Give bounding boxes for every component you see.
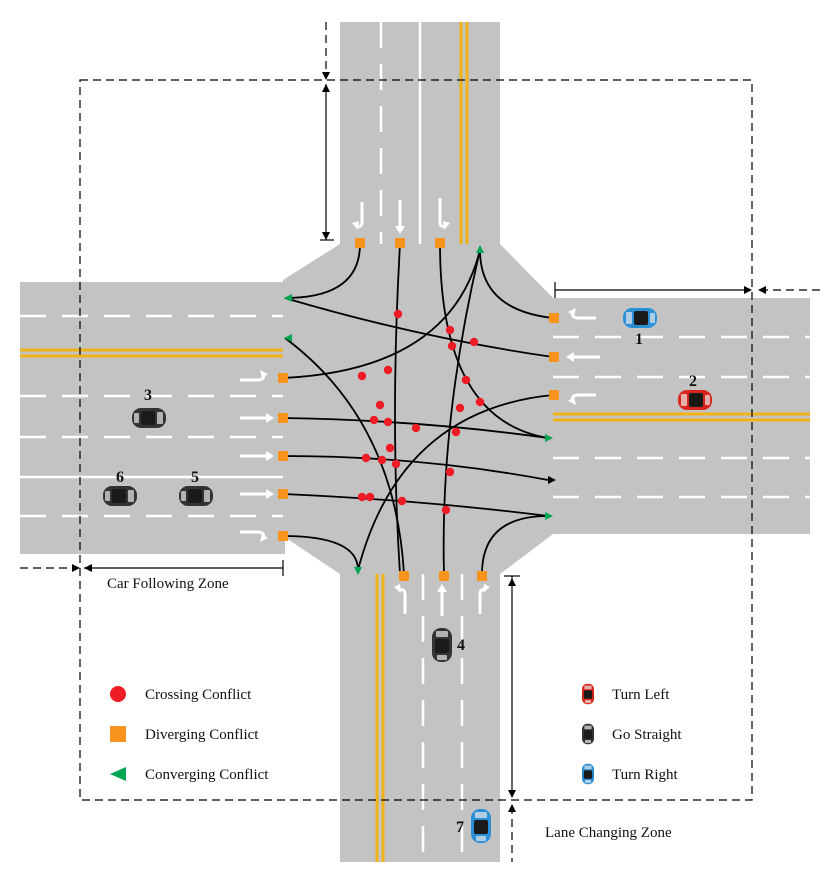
vehicle-5-label: 5 bbox=[191, 469, 199, 486]
diverging-conflicts bbox=[278, 238, 559, 581]
go-straight-car-icon bbox=[582, 723, 594, 745]
vehicle-6-car-icon bbox=[103, 486, 137, 506]
vehicle-1-label: 1 bbox=[635, 331, 643, 348]
lane-markings bbox=[20, 22, 810, 862]
path-west-straight-1 bbox=[282, 417, 549, 439]
east-road bbox=[553, 298, 810, 534]
vehicle-6-label: 6 bbox=[116, 469, 124, 486]
dimension-arrowheads bbox=[72, 72, 766, 812]
vehicle-labels: 1 2 3 4 5 6 7 bbox=[116, 331, 697, 836]
car-following-zone-label: Car Following Zone bbox=[107, 576, 229, 592]
legend-converging-conflict: Converging Conflict bbox=[145, 767, 269, 783]
converging-conflicts bbox=[284, 245, 553, 575]
lane-changing-zone-label: Lane Changing Zone bbox=[545, 825, 672, 841]
vehicle-1-car-icon bbox=[623, 308, 657, 328]
path-south-left bbox=[284, 337, 405, 575]
path-west-right bbox=[282, 535, 359, 571]
path-arrowheads bbox=[548, 476, 556, 484]
legend-turn-right: Turn Right bbox=[612, 767, 679, 783]
path-north-straight bbox=[394, 243, 401, 575]
vehicle-7-car-icon bbox=[471, 809, 491, 843]
vehicle-3-label: 3 bbox=[144, 387, 152, 404]
path-north-right bbox=[284, 243, 361, 299]
legend-go-straight: Go Straight bbox=[612, 727, 682, 743]
legend-crossing-conflict: Crossing Conflict bbox=[145, 687, 252, 703]
path-south-straight bbox=[442, 249, 481, 575]
legend: Crossing Conflict Diverging Conflict Con… bbox=[110, 683, 682, 785]
path-east-straight-1 bbox=[284, 297, 554, 358]
vehicle-3-car-icon bbox=[132, 408, 166, 428]
diverging-conflict-marker-icon bbox=[110, 726, 126, 742]
vehicle-4-car-icon bbox=[432, 628, 452, 662]
vehicle-7-label: 7 bbox=[456, 819, 464, 836]
path-east-right bbox=[479, 249, 554, 319]
path-east-left bbox=[357, 394, 554, 571]
path-west-straight-3 bbox=[282, 493, 549, 517]
vehicle-paths bbox=[282, 243, 554, 575]
crossing-conflict-marker-icon bbox=[110, 686, 126, 702]
vehicle-2-car-icon bbox=[678, 390, 712, 410]
legend-diverging-conflict: Diverging Conflict bbox=[145, 727, 259, 743]
roads bbox=[20, 22, 810, 862]
zone-boundary bbox=[20, 22, 822, 862]
turn-right-car-icon bbox=[582, 763, 594, 785]
converging-conflict-marker-icon bbox=[110, 767, 126, 781]
vehicle-5-car-icon bbox=[179, 486, 213, 506]
crossing-conflicts bbox=[357, 309, 485, 515]
turn-left-car-icon bbox=[582, 683, 594, 705]
path-west-left bbox=[282, 249, 481, 379]
path-west-straight-2 bbox=[282, 455, 549, 481]
vehicle-2-label: 2 bbox=[689, 373, 697, 390]
intersection-area bbox=[283, 244, 553, 574]
lane-arrow-heads bbox=[260, 221, 576, 593]
legend-turn-left: Turn Left bbox=[612, 687, 670, 703]
vehicle-4-label: 4 bbox=[457, 637, 465, 654]
path-south-right bbox=[481, 515, 549, 575]
